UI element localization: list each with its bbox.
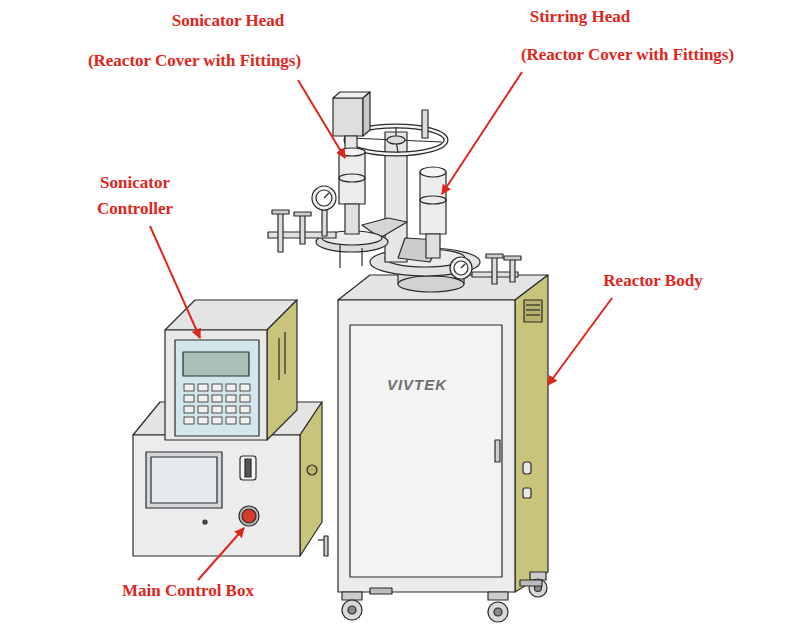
leader-arrow	[150, 226, 200, 338]
part-label: Reactor Body	[578, 268, 728, 294]
brand-logo: VIVTEK	[362, 376, 472, 393]
part-label: Sonicator Controller	[85, 170, 185, 221]
leader-arrow	[442, 72, 522, 194]
part-label: Main Control Box	[98, 578, 278, 604]
part-sublabel: (Reactor Cover with Fittings)	[495, 42, 760, 68]
leader-arrow	[198, 528, 244, 580]
part-label: Sonicator Head	[158, 8, 298, 34]
part-label: Stirring Head	[505, 4, 655, 30]
leader-arrow	[298, 80, 345, 158]
leader-arrow	[548, 298, 612, 385]
part-sublabel: (Reactor Cover with Fittings)	[62, 48, 327, 74]
